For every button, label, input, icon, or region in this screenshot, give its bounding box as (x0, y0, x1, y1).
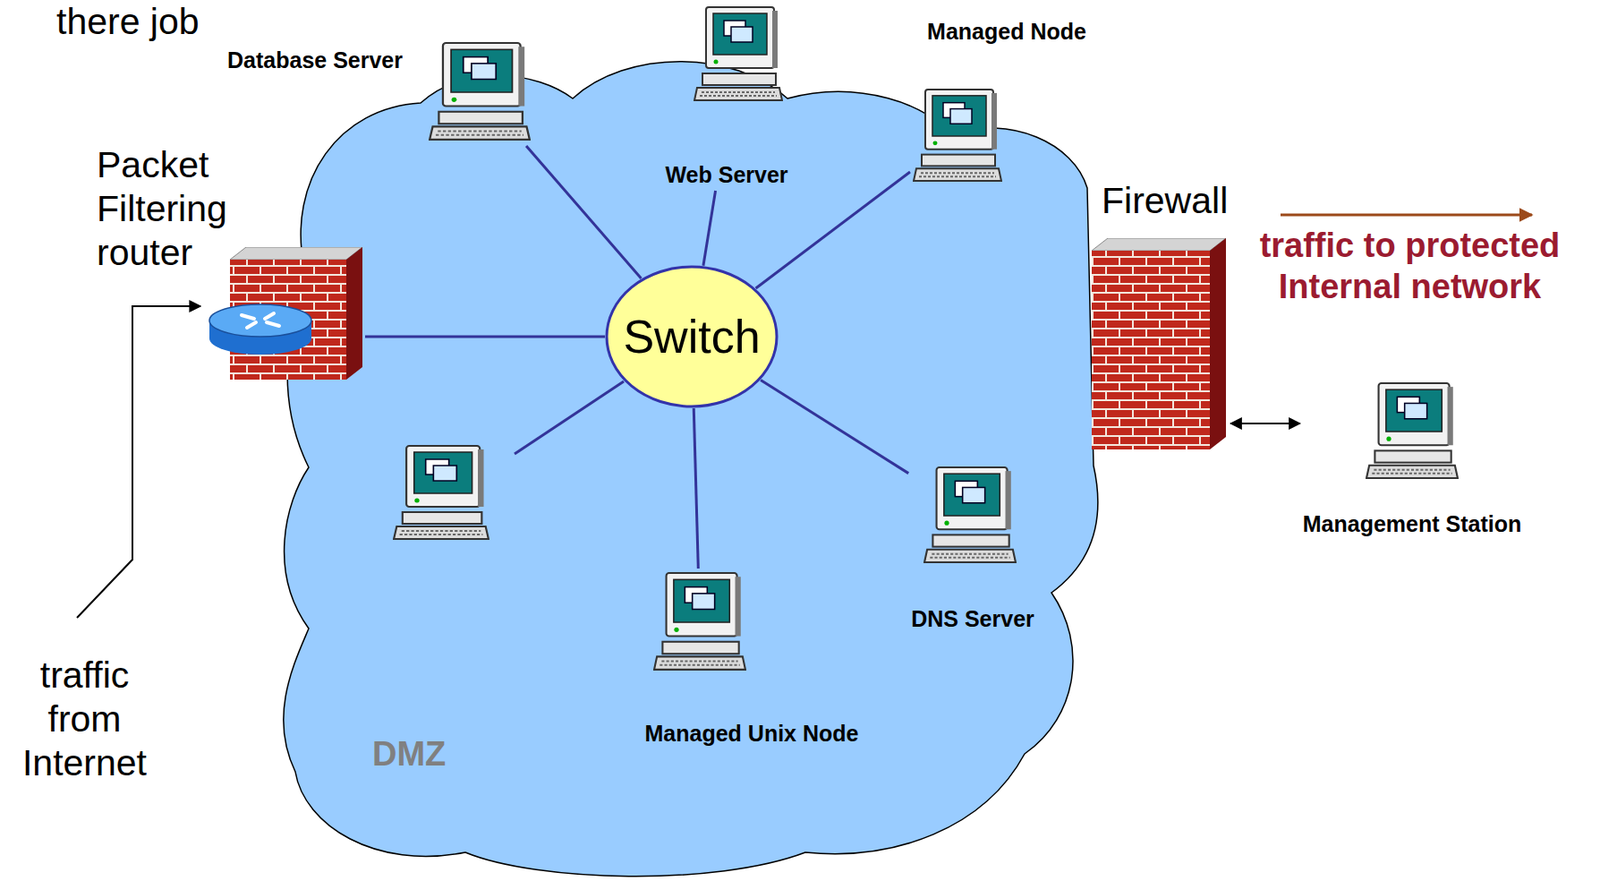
connector (526, 145, 641, 279)
connector (703, 190, 716, 266)
managed-unix-node-label: Managed Unix Node (645, 719, 860, 747)
free-label: there job (56, 0, 200, 44)
connector (365, 335, 605, 339)
free-label: traffic to protected Internal network (1224, 225, 1596, 307)
database-server: Database Server (134, 35, 537, 148)
connector (693, 408, 698, 569)
firewall: Firewall (1087, 178, 1231, 452)
free-label: traffic from Internet (10, 653, 159, 786)
computer-icon (923, 465, 1017, 566)
database-server-label: Database Server (227, 46, 403, 74)
firewall-wall (1091, 238, 1226, 450)
computer-icon (1365, 381, 1459, 482)
managed-unix-node: Managed Unix Node (572, 565, 931, 758)
dmz-cloud-label: DMZ (372, 733, 446, 775)
switch-label: Switch (622, 308, 760, 365)
management-station: Management Station (1288, 375, 1549, 555)
computer-icon (693, 5, 783, 104)
dns-server-label: DNS Server (910, 604, 1035, 632)
dns-server: DNS Server (872, 461, 1074, 641)
web-server: Web Server (626, 3, 851, 196)
firewall-label: Firewall (1101, 178, 1228, 223)
managed-node-label: Managed Node (927, 17, 1087, 45)
dmz-cloud: DMZDatabase ServerWeb ServerManaged Node… (268, 22, 1097, 877)
web-server-label: Web Server (664, 161, 788, 188)
connector (760, 380, 909, 474)
management-station-label: Management Station (1302, 510, 1522, 537)
computer-icon (428, 41, 531, 144)
computer-icon (912, 87, 1003, 185)
computer-icon (653, 570, 747, 673)
connector (1230, 422, 1301, 425)
packet-filtering-router-label: Packet Filtering router (96, 143, 263, 276)
router-icon (205, 246, 363, 380)
switch: Switch (604, 264, 779, 409)
connector (756, 171, 911, 289)
packet-filtering-router: Packet Filtering router (93, 143, 366, 381)
managed-node: Managed Node (876, 16, 1146, 191)
